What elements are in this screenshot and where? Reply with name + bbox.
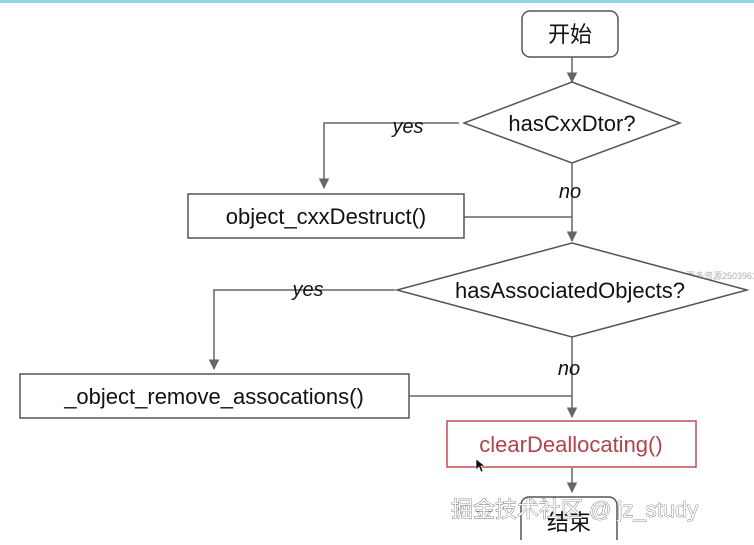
edge-associated-yes [208,289,395,371]
end-label: 结束 [547,510,591,535]
window-top-border [0,0,754,3]
cxx-destruct-label: object_cxxDestruct() [226,204,427,229]
clear-deallocating-node [446,420,697,468]
clear-deallocating-label: clearDeallocating() [479,432,662,457]
no-label-associated: no [558,358,580,380]
remove-associations-node [19,373,410,419]
decision-has-associated-objects [394,242,750,338]
end-node [520,496,618,545]
mouse-cursor-icon [475,458,486,473]
start-node [521,10,619,58]
yes-label-associated: yes [290,279,323,301]
faint-watermark: 更多资源2503961206 [686,270,754,281]
no-label-cxx: no [559,181,581,203]
decision-has-associated-objects-label: hasAssociatedObjects? [455,278,685,303]
start-label: 开始 [548,22,592,47]
site-credit-watermark: 掘金技术社区 @ jz_study [451,497,698,522]
edge-cxx-yes [318,122,459,190]
decision-has-cxx-dtor-label: hasCxxDtor? [508,111,635,136]
yes-label-cxx: yes [390,116,423,138]
remove-associations-label: _object_remove_assocations() [63,384,364,409]
decision-has-cxx-dtor [461,81,683,164]
cxx-destruct-node [187,193,465,239]
